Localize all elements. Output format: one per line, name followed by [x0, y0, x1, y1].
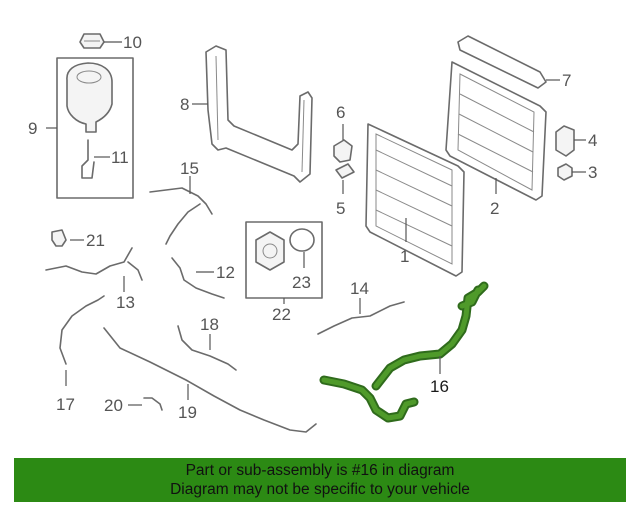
callout-7: 7	[562, 71, 571, 90]
part-22-thermostat-box	[245, 221, 323, 299]
part-2-radiator	[445, 61, 547, 201]
banner-line-1: Part or sub-assembly is #16 in diagram	[185, 462, 455, 479]
callout-14: 14	[350, 279, 369, 298]
part-12-hose	[171, 257, 225, 299]
callout-18: 18	[200, 315, 219, 334]
part-3-grommet	[557, 163, 573, 181]
part-10-cap	[79, 33, 105, 49]
part-16-highlighted-hose	[319, 281, 489, 423]
part-9-expansion-tank	[56, 57, 134, 199]
callout-9: 9	[28, 119, 37, 138]
callout-1: 1	[400, 247, 409, 266]
callout-2: 2	[490, 199, 499, 218]
callout-16: 16	[430, 377, 449, 396]
part-20-hose	[143, 397, 163, 411]
part-15-hose	[149, 187, 213, 245]
callout-5: 5	[336, 199, 345, 218]
part-13-hose	[45, 247, 143, 281]
callout-10: 10	[123, 33, 142, 52]
part-21-fitting	[51, 229, 67, 247]
part-5-clip	[335, 163, 355, 179]
callout-15: 15	[180, 159, 199, 178]
callout-23: 23	[292, 273, 311, 292]
part-4-mount	[555, 125, 575, 157]
part-17-hose	[59, 295, 105, 365]
callout-12: 12	[216, 263, 235, 282]
part-7-top-bracket	[457, 35, 547, 89]
callout-11: 11	[111, 148, 129, 167]
part-18-hose	[177, 325, 237, 371]
part-19-pipe	[103, 327, 317, 433]
callout-17: 17	[56, 395, 75, 414]
part-23-o-ring	[289, 228, 315, 252]
callout-20: 20	[104, 396, 123, 415]
callout-13: 13	[116, 293, 135, 312]
part-6-bracket	[333, 139, 353, 163]
part-1-condenser	[365, 123, 465, 277]
callout-19: 19	[178, 403, 197, 422]
callout-3: 3	[588, 163, 597, 182]
info-banner: Part or sub-assembly is #16 in diagram D…	[14, 458, 626, 502]
part-8-support-frame	[205, 45, 313, 183]
callout-8: 8	[180, 95, 189, 114]
callout-6: 6	[336, 103, 345, 122]
banner-line-2: Diagram may not be specific to your vehi…	[170, 481, 470, 498]
callout-4: 4	[588, 131, 597, 150]
part-14-hose	[317, 301, 405, 335]
callout-22: 22	[272, 305, 291, 324]
callout-21: 21	[86, 231, 105, 250]
